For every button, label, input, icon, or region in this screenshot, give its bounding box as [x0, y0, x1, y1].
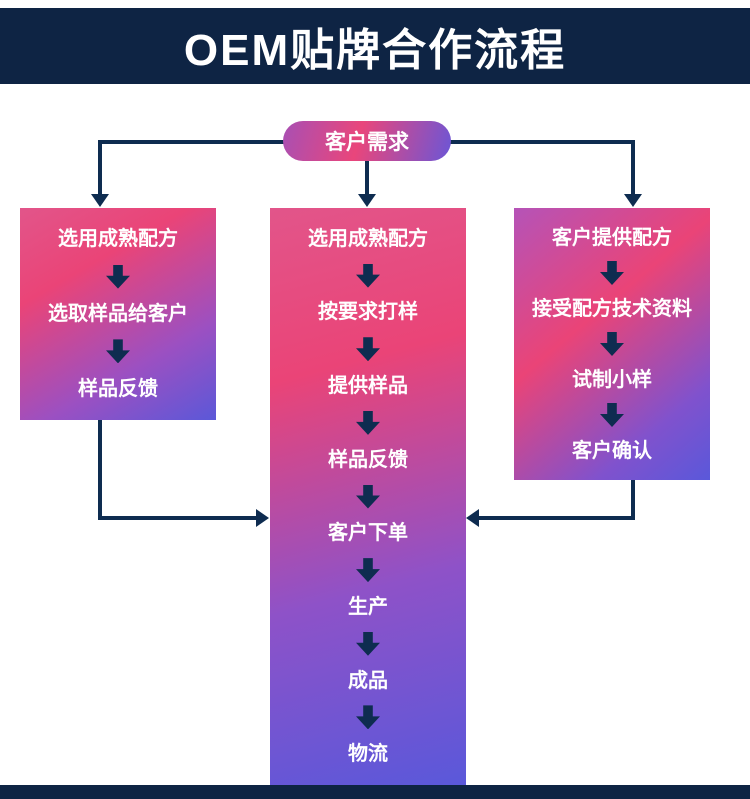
step-label: 样品反馈 [78, 377, 158, 400]
root-node-label: 客户需求 [325, 131, 409, 154]
page-title: OEM贴牌合作流程 [183, 26, 567, 75]
down-arrow-icon [106, 264, 130, 289]
step-label: 选用成熟配方 [58, 228, 178, 251]
step-label: 客户提供配方 [552, 226, 672, 249]
down-arrow-icon [356, 484, 380, 509]
down-arrow-icon [356, 410, 380, 435]
down-arrow-icon [356, 631, 380, 656]
step-label: 物流 [348, 743, 388, 766]
connector-left-bottom-horizontal-line [98, 516, 256, 520]
step-label: 按要求打样 [318, 301, 418, 324]
step-label: 提供样品 [328, 375, 408, 398]
step-label: 接受配方技术资料 [532, 297, 692, 320]
connector-right-bottom-vertical-line [631, 480, 635, 520]
footer-bar [0, 785, 750, 799]
step-label: 客户确认 [572, 439, 652, 462]
down-arrow-icon [600, 261, 624, 285]
step-label: 选取样品给客户 [48, 302, 188, 325]
step-label: 生产 [348, 595, 388, 618]
arrowhead-left-icon [466, 509, 479, 527]
connector-left-bottom-vertical-line [98, 420, 102, 520]
step-label: 试制小样 [572, 368, 652, 391]
connector-right-bottom-horizontal-line [479, 516, 635, 520]
header-bar: OEM贴牌合作流程 [0, 8, 750, 84]
left-flow-box: 选用成熟配方 选取样品给客户 样品反馈 [20, 208, 216, 420]
center-flow-box: 选用成熟配方 按要求打样 提供样品 样品反馈 客户下单 生产 成品 物流 [270, 208, 466, 785]
arrowhead-down-right-icon [624, 194, 642, 207]
arrowhead-down-center-icon [358, 194, 376, 207]
arrowhead-right-icon [256, 509, 269, 527]
right-flow-box: 客户提供配方 接受配方技术资料 试制小样 客户确认 [514, 208, 710, 480]
down-arrow-icon [356, 263, 380, 288]
connector-center-vertical-line [365, 158, 369, 194]
step-label: 成品 [348, 669, 388, 692]
down-arrow-icon [356, 558, 380, 583]
root-node-customer-demand: 客户需求 [283, 121, 451, 161]
down-arrow-icon [106, 339, 130, 364]
connector-left-vertical-line [98, 140, 102, 194]
down-arrow-icon [600, 403, 624, 427]
connector-right-vertical-line [631, 140, 635, 194]
step-label: 选用成熟配方 [308, 227, 428, 250]
down-arrow-icon [600, 332, 624, 356]
step-label: 样品反馈 [328, 448, 408, 471]
step-label: 客户下单 [328, 522, 408, 545]
arrowhead-down-left-icon [91, 194, 109, 207]
down-arrow-icon [356, 705, 380, 730]
down-arrow-icon [356, 337, 380, 362]
